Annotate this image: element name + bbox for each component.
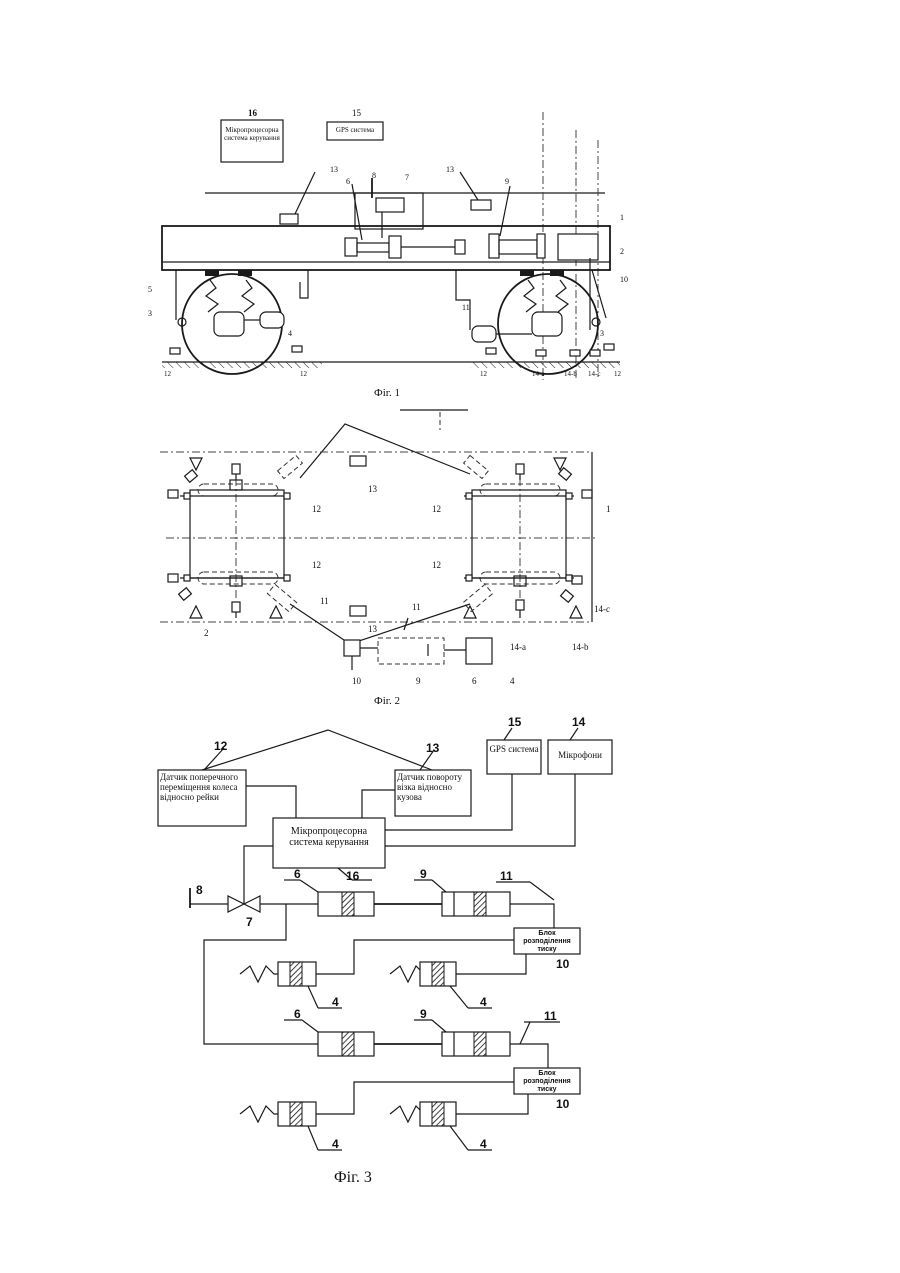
fig1-label-12b: 12 [300,370,308,378]
fig1-label-13b: 13 [446,165,454,174]
pressure-block-2-text: Блок розподілення тиску [516,1070,578,1094]
fig1-label-3a: 3 [148,309,152,318]
fig2-label-12b: 12 [312,560,321,570]
fig2-label-14b: 14-b [572,642,589,652]
fig1-label-3b: 3 [600,329,604,338]
microprocessor-text-fig3: Мікропроцесорна система керування [276,826,382,848]
fig1-label-12a: 12 [164,370,172,378]
fig2-label-2: 2 [204,628,209,638]
fig1-label-16: 16 [248,108,258,118]
fig3-label-10b: 10 [556,1097,570,1111]
fig2-label-11b: 11 [412,602,421,612]
figure-3: Датчик поперечного переміщення колеса ві… [158,715,612,1186]
fig1-label-8: 8 [372,171,376,180]
fig3-label-16: 16 [346,869,360,883]
fig2-label-12a: 12 [312,504,321,514]
fig1-label-15: 15 [352,108,362,118]
fig3-label-4b: 4 [480,995,487,1009]
fig3-label-9a: 9 [420,867,427,881]
gps-text-fig1: GPS система [328,126,382,135]
sensor-13-text: Датчик повороту візка відносно кузова [397,772,471,802]
figure-1: Мікропроцесорна система керування GPS си… [148,108,628,399]
fig1-label-12c: 12 [480,370,488,378]
sensor-12-text: Датчик поперечного переміщення колеса ві… [160,772,246,802]
fig3-label-8: 8 [196,883,203,897]
fig2-label-9: 9 [416,676,421,686]
microprocessor-text-fig1: Мікропроцесорна система керування [222,126,282,142]
microphones-text: Мікрофони [550,750,610,761]
pressure-block-1-text: Блок розподілення тиску [516,930,578,954]
fig1-label-14c: 14-c [588,370,600,378]
fig1-label-14b: 14-b [564,370,577,378]
fig1-label-2: 2 [620,247,624,256]
fig3-label-4a: 4 [332,995,339,1009]
fig3-label-4d: 4 [480,1137,487,1151]
fig2-label-1: 1 [606,504,611,514]
fig3-label-6a: 6 [294,867,301,881]
fig2-label-13b: 13 [368,624,378,634]
fig3-label-13: 13 [426,741,440,755]
gps-text-fig3: GPS система [489,744,539,755]
fig1-label-1: 1 [620,213,624,222]
fig1-label-11: 11 [462,303,470,312]
fig1-label-10: 10 [620,275,628,284]
fig3-label-14: 14 [572,715,586,729]
fig1-label-7: 7 [405,173,409,182]
fig2-label-12c: 12 [432,504,441,514]
fig2-label-4: 4 [510,676,515,686]
fig1-caption: Фіг. 1 [374,387,400,399]
fig1-label-6: 6 [346,177,350,186]
fig1-label-4: 4 [288,329,292,338]
fig3-label-12: 12 [214,739,228,753]
fig2-label-13a: 13 [368,484,378,494]
fig3-label-11b: 11 [544,1009,557,1023]
fig3-label-7: 7 [246,915,253,929]
fig2-label-12d: 12 [432,560,441,570]
fig1-label-12d: 12 [614,370,622,378]
fig1-label-14a: 14-a [532,370,545,378]
fig3-label-6b: 6 [294,1007,301,1021]
fig2-label-6: 6 [472,676,477,686]
fig3-label-15: 15 [508,715,522,729]
fig1-label-13a: 13 [330,165,338,174]
fig3-label-11a: 11 [500,869,513,883]
fig2-caption: Фіг. 2 [374,695,400,707]
fig3-label-4c: 4 [332,1137,339,1151]
fig3-label-10a: 10 [556,957,570,971]
fig3-caption: Фіг. 3 [334,1169,372,1186]
fig1-label-9: 9 [505,177,509,186]
fig2-label-11a: 11 [320,596,329,606]
figure-2: 13 12 12 1 12 12 13 11 11 2 10 9 6 4 14-… [160,410,611,707]
fig3-label-9b: 9 [420,1007,427,1021]
fig2-label-14a: 14-a [510,642,526,652]
fig2-label-14c: 14-c [594,604,610,614]
fig1-label-5: 5 [148,285,152,294]
fig2-label-10: 10 [352,676,362,686]
